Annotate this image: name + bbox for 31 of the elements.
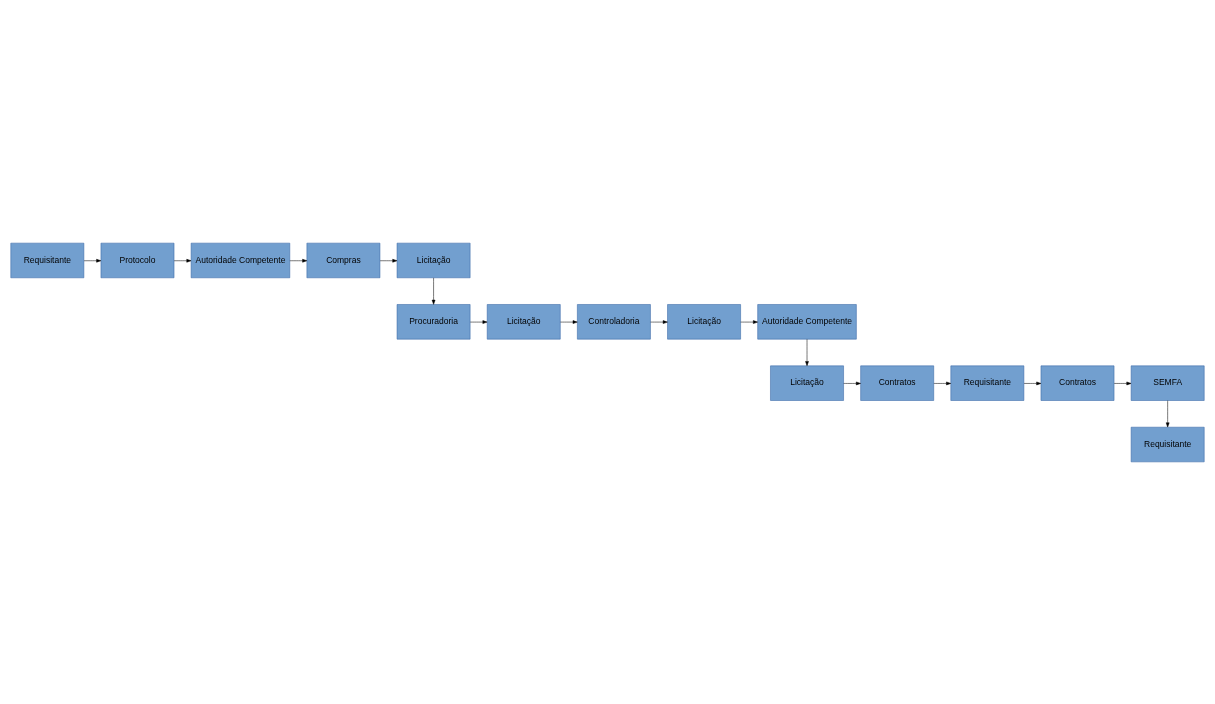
- node-box: Compras: [306, 242, 381, 278]
- arrow: [1113, 381, 1132, 385]
- arrow: [560, 319, 578, 324]
- node-box: Procuradoria: [396, 303, 471, 339]
- node-box: Licitação: [486, 303, 561, 339]
- node-box: Autoridade Competente: [190, 242, 291, 278]
- node-box: Licitação: [396, 242, 471, 278]
- arrow: [431, 277, 436, 305]
- node-box: Contratos: [860, 365, 934, 401]
- node-box: Controladoria: [577, 303, 651, 339]
- arrow: [805, 338, 809, 366]
- node-box: Licitação: [770, 365, 844, 401]
- arrow: [740, 319, 758, 324]
- node-box: Requisitante: [950, 365, 1025, 401]
- arrow: [650, 319, 668, 324]
- arrow: [1165, 399, 1170, 427]
- node-box: Requisitante: [10, 242, 85, 278]
- node-box: Contratos: [1040, 365, 1115, 401]
- node-box: Autoridade Competente: [757, 303, 857, 339]
- arrow: [379, 258, 398, 262]
- node-box: Protocolo: [100, 242, 175, 278]
- arrow: [933, 381, 951, 385]
- arrow: [83, 258, 102, 262]
- node-box: Licitação: [667, 303, 741, 339]
- arrow: [470, 319, 488, 324]
- arrow: [173, 258, 192, 262]
- arrow: [289, 258, 308, 262]
- arrow: [1023, 381, 1042, 385]
- node-box: SEMFA: [1130, 365, 1205, 401]
- node-box: Requisitante: [1130, 426, 1205, 462]
- arrow: [843, 381, 861, 385]
